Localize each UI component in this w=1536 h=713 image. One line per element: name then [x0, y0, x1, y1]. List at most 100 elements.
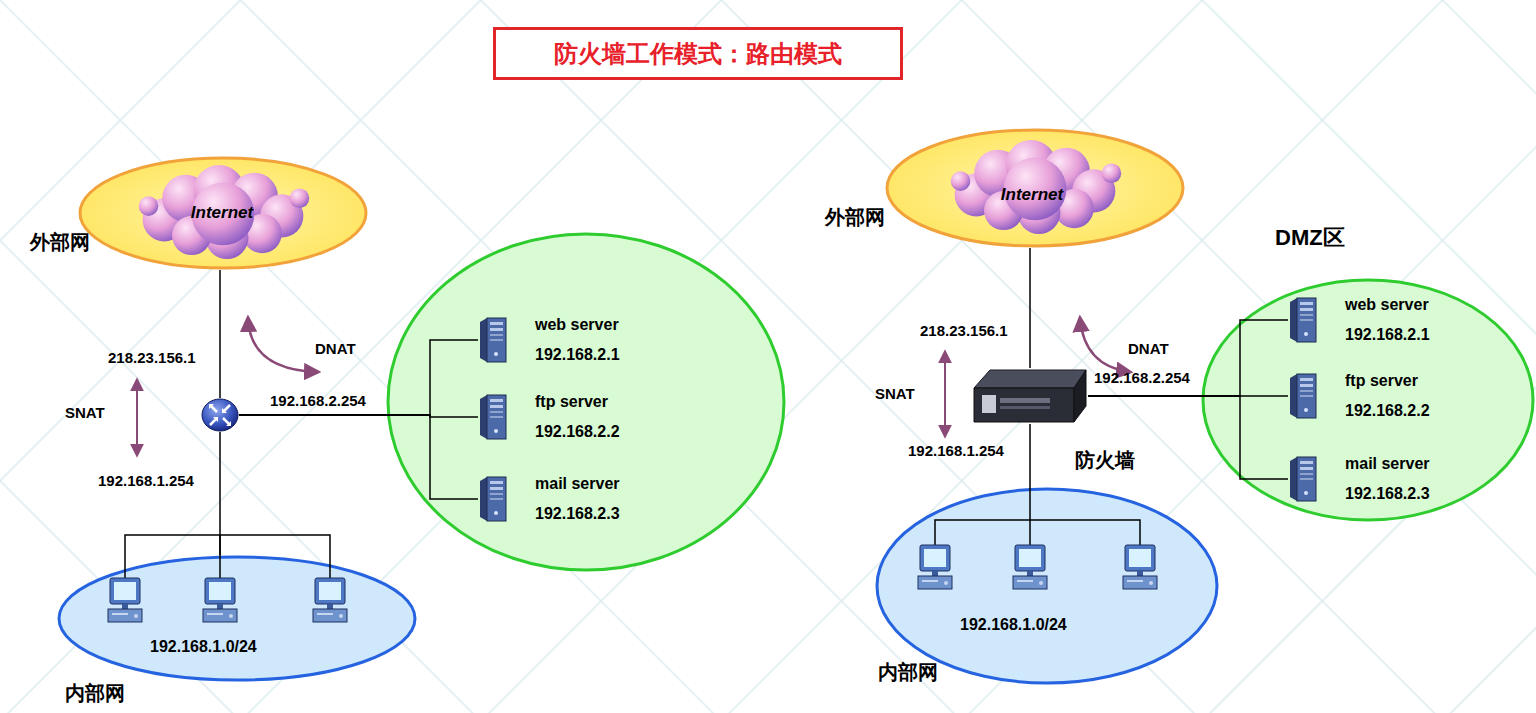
text-holder: Internet [1001, 185, 1063, 205]
server-icon [1288, 296, 1318, 344]
server-name: ftp server [1345, 366, 1430, 396]
dnat-arrow [1080, 318, 1130, 372]
pc-icon [108, 578, 142, 622]
server-name: web server [1345, 290, 1430, 320]
server-name: mail server [535, 469, 620, 499]
server-text: ftp server192.168.2.2 [1345, 366, 1430, 426]
pc-icon [203, 578, 237, 622]
text-holder: 192.168.1.254 [908, 442, 1004, 459]
text-holder: 外部网 [30, 229, 90, 256]
dmz-zone [1203, 280, 1533, 520]
network-link [239, 340, 478, 415]
pc-icon [1123, 545, 1157, 589]
text-holder: 内部网 [878, 659, 938, 686]
server: web server192.168.2.1 [1288, 290, 1430, 350]
region-label: DMZ区 [1275, 223, 1345, 253]
network-link [219, 270, 221, 398]
device-name: 防火墙 [1075, 447, 1135, 474]
server-text: ftp server192.168.2.2 [535, 387, 620, 447]
network-link [219, 432, 221, 555]
text-holder: 外部网 [825, 204, 885, 231]
server: ftp server192.168.2.2 [478, 387, 620, 447]
text-holder: 防火墙 [1075, 447, 1135, 474]
text-holder: 192.168.1.254 [98, 472, 194, 489]
server-text: web server192.168.2.1 [535, 310, 620, 370]
ip-address: 192.168.2.1 [535, 340, 620, 370]
region-label: DNAT [1128, 340, 1169, 357]
server-zone [388, 234, 784, 570]
snat-arrow [136, 380, 138, 455]
node-shape [972, 368, 1088, 424]
server-icon [478, 475, 508, 523]
ip-address: 192.168.2.2 [1345, 396, 1430, 426]
title-text: 防火墙工作模式：路由模式 [554, 38, 842, 70]
router: 218.23.156.1192.168.2.254192.168.1.254 [201, 398, 239, 432]
internet-cloud: Internet [78, 156, 368, 270]
region-label: 外部网 [30, 229, 90, 256]
server: ftp server192.168.2.2 [1288, 366, 1430, 426]
dnat-arrow [248, 318, 318, 372]
server-name: mail server [1345, 449, 1430, 479]
server: mail server192.168.2.3 [1288, 449, 1430, 509]
text-holder: DNAT [315, 340, 356, 357]
server-name: ftp server [535, 387, 620, 417]
ip-address: 192.168.1.254 [98, 472, 194, 489]
text-holder: SNAT [65, 404, 105, 421]
pc-icon [918, 545, 952, 589]
snat-arrow [944, 352, 946, 436]
ip-address: 192.168.2.3 [535, 499, 620, 529]
firewall: 218.23.156.1192.168.2.254192.168.1.254防火… [972, 368, 1088, 424]
text-holder: 192.168.1.0/24 [150, 638, 257, 656]
server-text: web server192.168.2.1 [1345, 290, 1430, 350]
region-label: SNAT [65, 404, 105, 421]
server-text: mail server192.168.2.3 [535, 469, 620, 529]
cloud-label: Internet [191, 203, 253, 223]
text-holder: Internet [191, 203, 253, 223]
region-label: 内部网 [65, 680, 125, 707]
ip-address: 192.168.1.0/24 [960, 616, 1067, 634]
ip-address: 192.168.2.2 [535, 417, 620, 447]
network-link [1029, 424, 1031, 487]
lan-ellipse: 192.168.1.0/24 [875, 487, 1219, 685]
title-box: 防火墙工作模式：路由模式 [493, 27, 903, 80]
region-label: DNAT [315, 340, 356, 357]
ip-address: 218.23.156.1 [920, 322, 1008, 339]
server: mail server192.168.2.3 [478, 469, 620, 529]
pc-icon [313, 578, 347, 622]
text-holder: 218.23.156.1 [920, 322, 1008, 339]
node-shape [201, 398, 239, 432]
text-holder: 内部网 [65, 680, 125, 707]
server-icon [478, 316, 508, 364]
text-holder: 192.168.2.254 [270, 392, 366, 409]
network-link [239, 415, 478, 499]
region-label: 外部网 [825, 204, 885, 231]
text-holder: DNAT [1128, 340, 1169, 357]
lan-bus [935, 487, 1140, 545]
ip-address: 192.168.2.254 [270, 392, 366, 409]
ip-address: 192.168.2.1 [1345, 320, 1430, 350]
node-shape [57, 555, 417, 682]
node-shape [875, 487, 1219, 685]
text-holder: 192.168.1.0/24 [960, 616, 1067, 634]
ip-address: 192.168.1.0/24 [150, 638, 257, 656]
region-label: SNAT [875, 385, 915, 402]
lan-ellipse: 192.168.1.0/24 [57, 555, 417, 682]
network-link [1029, 248, 1031, 368]
text-holder: DMZ区 [1275, 223, 1345, 253]
server-icon [1288, 455, 1318, 503]
pc-icon [1013, 545, 1047, 589]
region-label: 内部网 [878, 659, 938, 686]
cloud-label: Internet [1001, 185, 1063, 205]
text-holder: SNAT [875, 385, 915, 402]
server-icon [1288, 372, 1318, 420]
text-holder: 218.23.156.1 [108, 349, 196, 366]
network-link [1088, 320, 1288, 396]
server-name: web server [535, 310, 620, 340]
ip-address: 218.23.156.1 [108, 349, 196, 366]
ip-address: 192.168.2.3 [1345, 479, 1430, 509]
ip-address: 192.168.2.254 [1094, 369, 1190, 386]
server: web server192.168.2.1 [478, 310, 620, 370]
ip-address: 192.168.1.254 [908, 442, 1004, 459]
